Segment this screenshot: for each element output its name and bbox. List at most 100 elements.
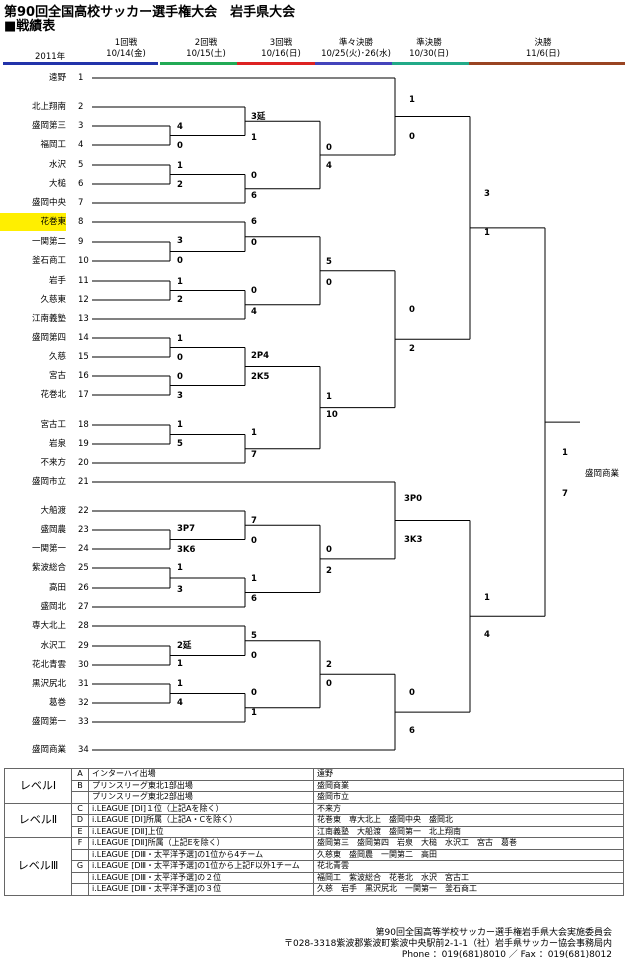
score: 0 (326, 278, 332, 288)
round-date: 10/30(日) (409, 49, 449, 59)
score: 6 (251, 217, 257, 227)
level-name: レベルⅡ (4, 802, 72, 838)
score: 3K6 (177, 545, 196, 555)
level-class (71, 791, 89, 804)
score: 6 (251, 594, 257, 604)
level-condition: i.LEAGUE [DⅡ]上位 (88, 825, 314, 838)
score: 3 (177, 391, 183, 401)
team-seed: 22 (78, 506, 89, 516)
score: 6 (409, 726, 415, 736)
score: 0 (251, 688, 257, 698)
team-name: 紫波総合 (31, 563, 66, 573)
team-seed: 29 (78, 641, 89, 651)
level-name: レベルⅢ (4, 837, 72, 896)
score: 2 (177, 295, 183, 305)
team-seed: 1 (78, 73, 84, 83)
team-seed: 34 (78, 745, 89, 755)
level-condition: i.LEAGUE [DⅡ]所属（上記Eを除く） (88, 837, 314, 850)
level-teams: 盛岡市立 (313, 791, 624, 804)
team-name: 黒沢尻北 (31, 679, 66, 689)
level-condition: プリンスリーグ東北1部出場 (88, 779, 314, 792)
score: 0 (326, 679, 332, 689)
score: 6 (251, 191, 257, 201)
team-name: 盛岡第四 (31, 333, 66, 343)
level-class: E (71, 825, 89, 838)
level-condition: プリンスリーグ東北2部出場 (88, 791, 314, 804)
team-seed: 12 (78, 295, 89, 305)
score: 1 (409, 95, 415, 105)
level-teams: 花北青雲 (313, 860, 624, 873)
level-class (71, 848, 89, 861)
team-seed: 6 (78, 179, 84, 189)
team-seed: 7 (78, 198, 84, 208)
team-name: 福岡工 (40, 140, 66, 150)
team-seed: 27 (78, 602, 89, 612)
team-seed: 8 (78, 217, 84, 227)
round-date: 10/14(金) (106, 49, 146, 59)
level-condition: i.LEAGUE [DⅠ]１位（上記Aを除く） (88, 802, 314, 815)
team-name: 盛岡商業 (31, 745, 66, 755)
round-date: 10/25(火)･26(水) (321, 49, 391, 59)
score: 1 (177, 277, 183, 287)
round-color-bar (315, 62, 392, 65)
score: 0 (177, 353, 183, 363)
score: 2 (326, 566, 332, 576)
score: 4 (251, 307, 257, 317)
team-name: 大船渡 (40, 506, 66, 516)
round-date: 10/16(日) (261, 49, 301, 59)
team-name: 花巻東 (0, 213, 66, 231)
footer-address: 〒028-3318紫波郡紫波町紫波中央駅前2-1-1（社）岩手県サッカー協会事務… (283, 939, 612, 949)
team-seed: 30 (78, 660, 89, 670)
score: 3 (177, 236, 183, 246)
level-name: レベルⅠ (4, 768, 72, 804)
score: 7 (251, 450, 257, 460)
score: 1 (177, 659, 183, 669)
team-seed: 11 (78, 276, 89, 286)
score: 1 (177, 161, 183, 171)
level-condition: インターハイ出場 (88, 768, 314, 781)
score: 3延 (251, 112, 266, 122)
team-name: 盛岡第一 (31, 717, 66, 727)
team-seed: 13 (78, 314, 89, 324)
score: 1 (251, 574, 257, 584)
level-teams: 不来方 (313, 802, 624, 815)
team-name: 釜石商工 (31, 256, 66, 266)
footer-committee: 第90回全国高等学校サッカー選手権岩手県大会実施委員会 (375, 928, 612, 938)
score: 1 (251, 428, 257, 438)
team-seed: 14 (78, 333, 89, 343)
team-name: 一関第一 (31, 544, 66, 554)
round-color-bar (3, 62, 158, 65)
team-name: 久慈東 (40, 295, 66, 305)
team-name: 岩手 (48, 276, 66, 286)
team-seed: 26 (78, 583, 89, 593)
level-teams: 久慈東 盛岡農 一関第二 高田 (313, 848, 624, 861)
level-condition: i.LEAGUE [DⅢ・太平洋予選]の２位 (88, 871, 314, 884)
round-name: 1回戦 (114, 38, 138, 48)
level-condition: i.LEAGUE [DⅢ・太平洋予選]の1位から上記F以外1チーム (88, 860, 314, 873)
team-name: 葛巻 (48, 698, 66, 708)
level-condition: i.LEAGUE [DⅠ]所属（上記A・Cを除く） (88, 814, 314, 827)
score: 1 (177, 563, 183, 573)
level-class: G (71, 860, 89, 873)
score: 0 (251, 238, 257, 248)
score: 0 (177, 256, 183, 266)
team-name: 専大北上 (31, 621, 66, 631)
score: 2 (177, 180, 183, 190)
team-seed: 16 (78, 371, 89, 381)
team-name: 盛岡中央 (31, 198, 66, 208)
level-class: B (71, 779, 89, 792)
score: 0 (409, 305, 415, 315)
team-seed: 20 (78, 458, 89, 468)
team-seed: 21 (78, 477, 89, 487)
team-name: 一関第二 (31, 237, 66, 247)
team-seed: 5 (78, 160, 84, 170)
team-name: 江南義塾 (31, 314, 66, 324)
round-name: 準々決勝 (338, 38, 373, 48)
team-seed: 3 (78, 121, 84, 131)
round-name: 3回戦 (269, 38, 293, 48)
score: 7 (562, 489, 568, 499)
